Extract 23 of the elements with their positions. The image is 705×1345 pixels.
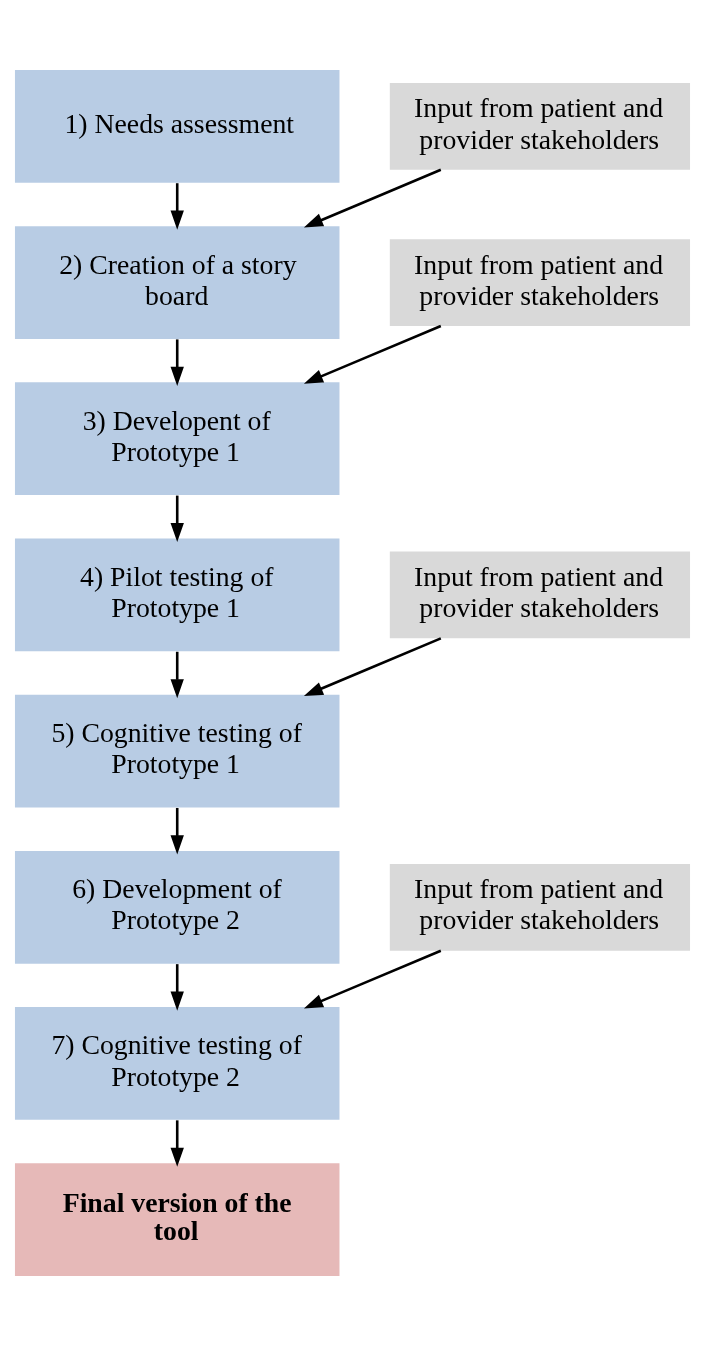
node-box: 7) Cognitive testing of Prototype 2 (14, 1006, 340, 1120)
node-box: 6) Development of Prototype 2 (14, 850, 340, 964)
arrow (170, 807, 184, 854)
arrow (303, 324, 442, 384)
node-box: 4) Pilot testing of Prototype 1 (14, 538, 340, 651)
arrow (303, 168, 442, 227)
node-box: 5) Cognitive testing of Prototype 1 (14, 694, 340, 807)
node-box: Final version of the tool (14, 1162, 340, 1276)
node-box: Input from patient and provider stakeholders (389, 82, 691, 170)
node-box: 2) Creation of a story board (14, 225, 340, 339)
arrow (170, 182, 184, 230)
arrow (303, 636, 442, 696)
arrow (170, 1119, 184, 1167)
arrow (303, 949, 442, 1008)
arrow (170, 651, 184, 698)
node-box: 3) Developent of Prototype 1 (14, 381, 340, 495)
arrow (170, 338, 184, 386)
node-box: 1) Needs assessment (14, 69, 340, 183)
arrow (170, 495, 184, 542)
node-box: Input from patient and provider stakeholders (389, 863, 691, 951)
arrow (170, 963, 184, 1011)
node-box: Input from patient and provider stakeholders (389, 551, 691, 638)
node-box: Input from patient and provider stakeholders (389, 238, 691, 326)
